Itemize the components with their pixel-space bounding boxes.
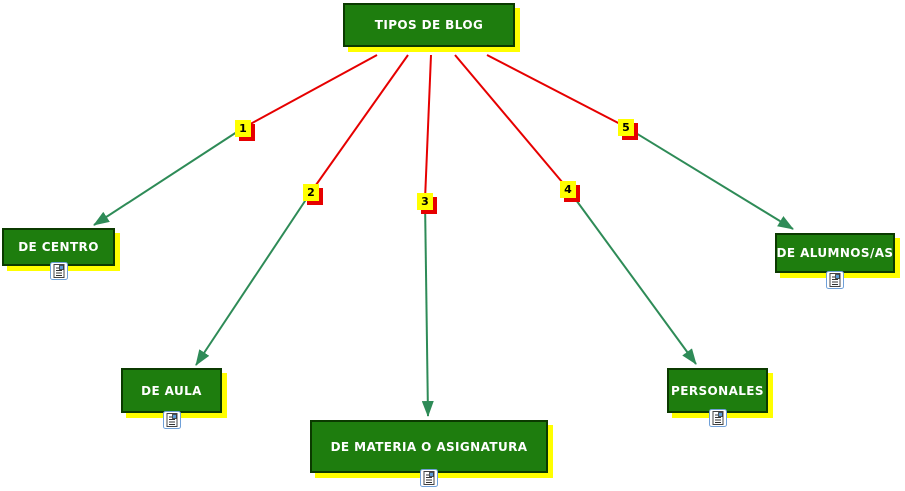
link-label-2[interactable]: 2 [303, 184, 319, 201]
link-label-text: 3 [421, 195, 429, 208]
green-arrow-3 [421, 199, 434, 417]
red-line-3 [424, 54, 432, 201]
red-line-2 [310, 54, 409, 193]
document-resource-icon[interactable] [709, 409, 727, 427]
green-arrow-4 [567, 188, 697, 365]
document-resource-icon[interactable] [420, 469, 438, 487]
node-label: DE MATERIA O ASIGNATURA [330, 439, 528, 454]
red-line-5 [486, 54, 627, 128]
node-tipos-de-blog[interactable]: TIPOS DE BLOG [343, 3, 515, 47]
document-resource-icon[interactable] [50, 262, 68, 280]
green-arrow-5 [625, 126, 794, 230]
node-de-centro[interactable]: DE CENTRO [2, 228, 115, 266]
node-de-aula[interactable]: DE AULA [121, 368, 222, 413]
node-de-materia-o-asignatura[interactable]: DE MATERIA O ASIGNATURA [310, 420, 548, 473]
link-label-text: 2 [307, 186, 315, 199]
green-arrow-1 [93, 127, 244, 226]
node-label: DE ALUMNOS/AS [776, 246, 894, 260]
link-label-4[interactable]: 4 [560, 181, 576, 198]
link-label-text: 1 [239, 122, 247, 135]
link-label-text: 4 [564, 183, 572, 196]
node-label: PERSONALES [671, 383, 764, 398]
link-label-5[interactable]: 5 [618, 119, 634, 136]
red-line-1 [242, 54, 378, 129]
node-label: TIPOS DE BLOG [374, 18, 484, 32]
green-arrow-2 [195, 191, 312, 366]
node-personales[interactable]: PERSONALES [667, 368, 768, 413]
link-label-3[interactable]: 3 [417, 193, 433, 210]
red-line-4 [454, 54, 569, 190]
document-resource-icon[interactable] [826, 271, 844, 289]
node-label: DE CENTRO [18, 240, 99, 254]
link-label-1[interactable]: 1 [235, 120, 251, 137]
link-label-text: 5 [622, 121, 630, 134]
node-de-alumnos-as[interactable]: DE ALUMNOS/AS [775, 233, 895, 273]
node-label: DE AULA [141, 383, 202, 398]
document-resource-icon[interactable] [163, 411, 181, 429]
